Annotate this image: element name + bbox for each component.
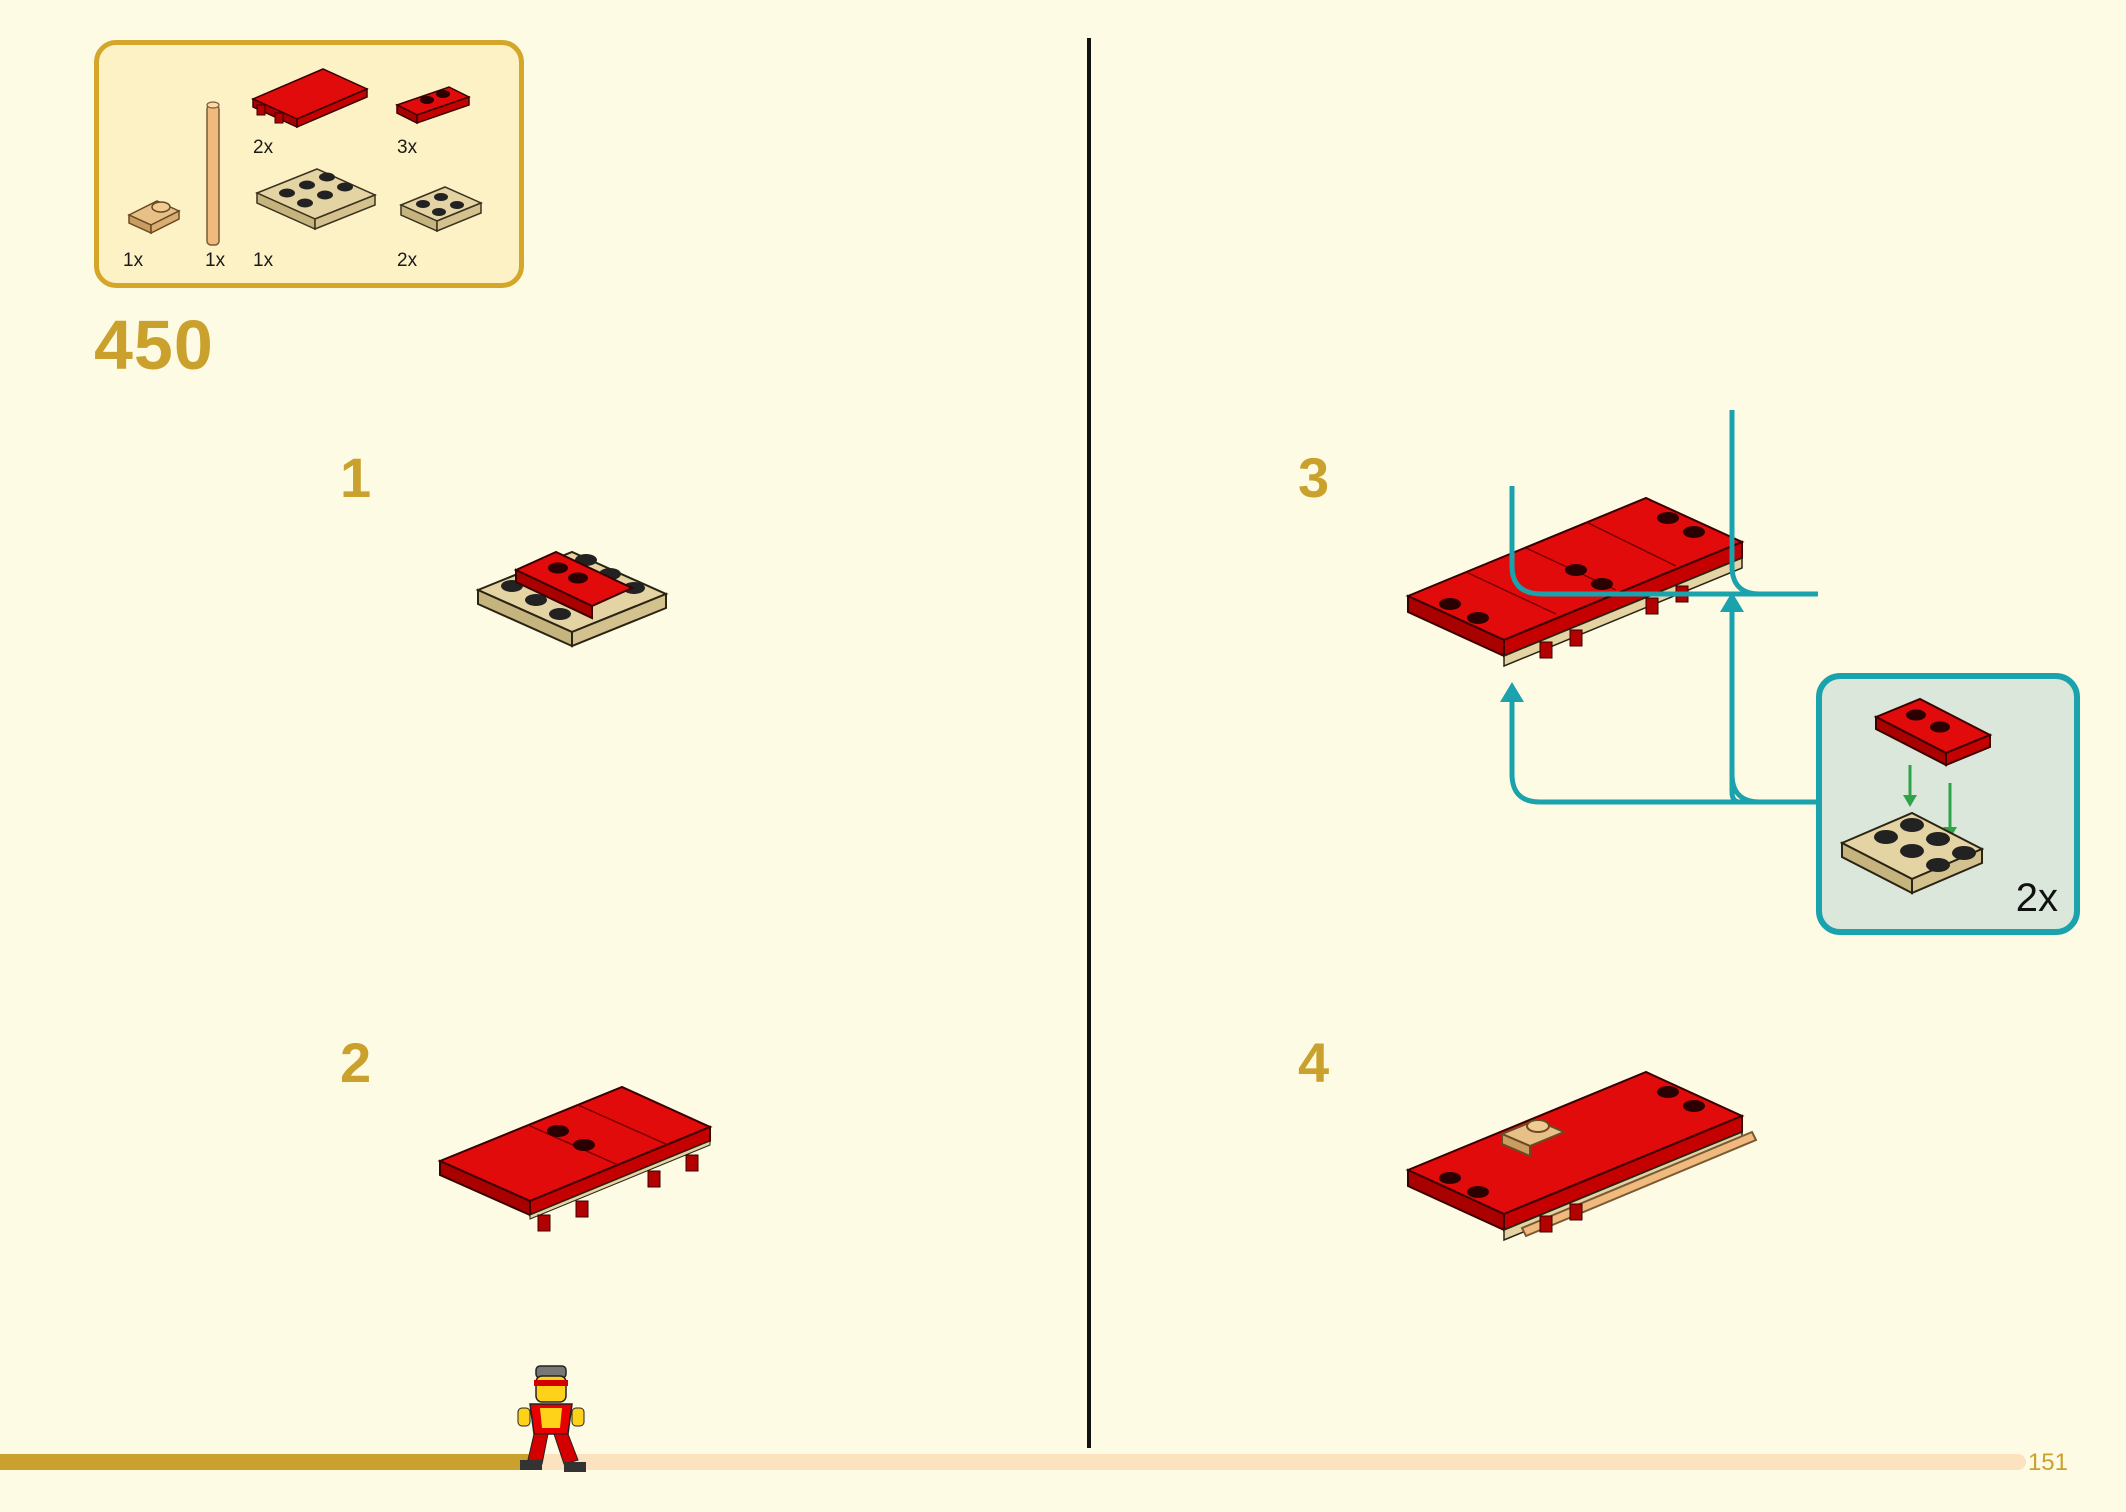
step-2-illustration <box>437 1085 713 1232</box>
step-3-illustration <box>1405 496 1745 668</box>
step-number-1: 1 <box>340 446 372 509</box>
minifigure-mascot-icon <box>517 1365 586 1472</box>
callout-quantity: 2x <box>2015 876 2058 920</box>
qty-tan-plate-2x2: 2x <box>397 250 418 271</box>
arrow-up-icon <box>1720 592 1744 612</box>
step-1-illustration <box>475 550 669 648</box>
section-number: 450 <box>94 306 214 384</box>
step-number-3: 3 <box>1298 446 1330 509</box>
qty-tan-plate-2x3: 1x <box>253 250 274 271</box>
sub-assembly-illustration <box>1839 697 1993 895</box>
callout-connector <box>1500 592 1816 805</box>
progress-fill <box>0 1454 537 1470</box>
qty-red-plate: 3x <box>397 137 418 158</box>
parts-list-illustrations <box>127 68 483 246</box>
qty-red-tile: 2x <box>253 137 274 158</box>
parts-list-box: 1x 1x 2x 1x 3x 2x <box>94 40 524 288</box>
red-tile-clips-part <box>251 68 369 129</box>
tan-plate-2x3-part <box>255 168 377 231</box>
sub-assembly-callout: 2x <box>1816 673 2080 935</box>
tan-plate-2x2-part <box>399 186 483 233</box>
step-4-illustration <box>1405 1070 1758 1242</box>
qty-clip-plate: 1x <box>123 250 144 271</box>
page-number: 151 <box>2027 1449 2068 1476</box>
tan-bar-part <box>206 101 220 246</box>
red-plate-1x2-part <box>395 86 471 125</box>
arrow-up-icon <box>1500 682 1524 702</box>
page-divider <box>1087 38 1091 1448</box>
step-number-2: 2 <box>340 1031 372 1094</box>
qty-bar: 1x <box>205 250 226 271</box>
tan-clip-plate-part <box>127 200 181 235</box>
step-number-4: 4 <box>1298 1031 1330 1094</box>
